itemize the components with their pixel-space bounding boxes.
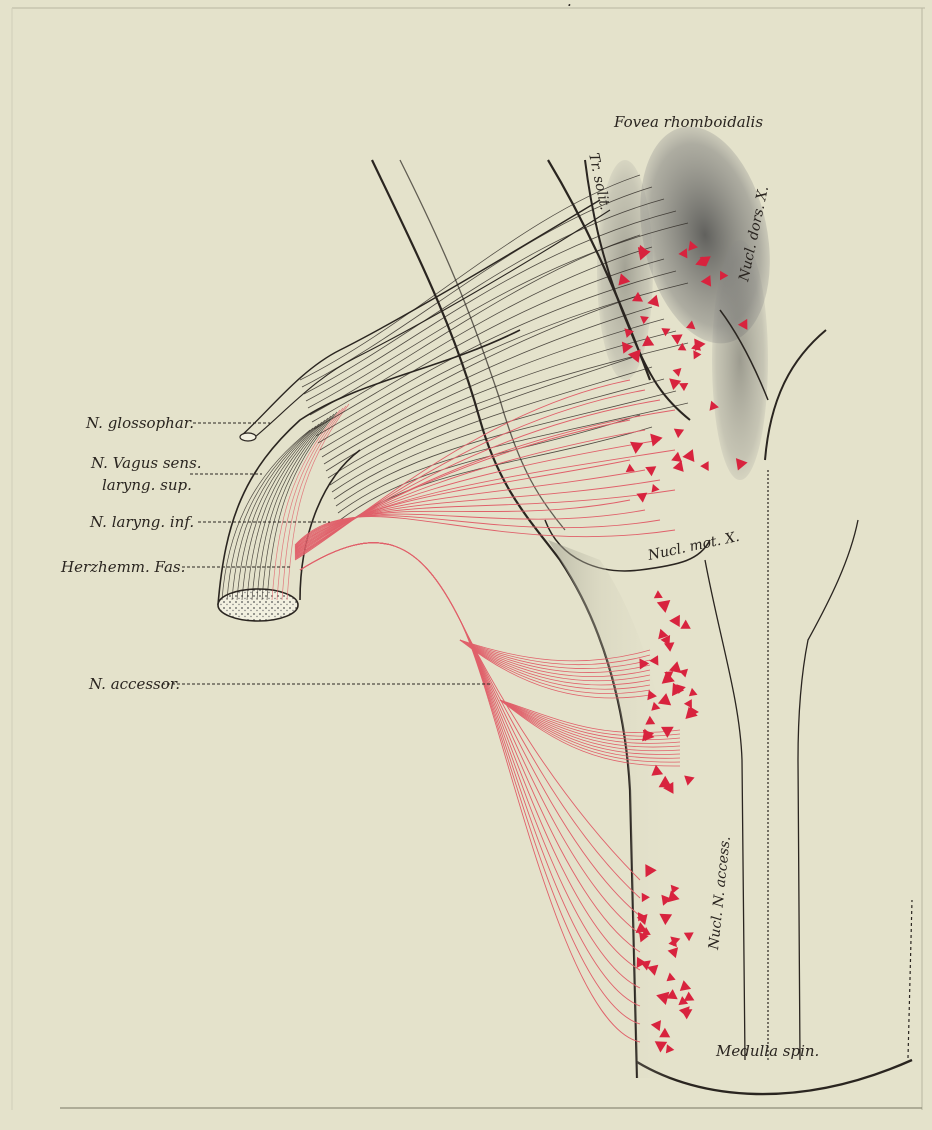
nerve-cell bbox=[689, 688, 698, 696]
motor-fiber bbox=[295, 480, 660, 550]
glossophar-label: N. glossophar. bbox=[85, 414, 194, 432]
medulla-label: Medulla spin. bbox=[715, 1042, 819, 1060]
laryng-inf-label: N. laryng. inf. bbox=[89, 513, 194, 531]
nerve-cell bbox=[693, 350, 701, 359]
nerve-cell bbox=[674, 429, 684, 439]
nerve-cell bbox=[671, 452, 682, 462]
nerve-cell bbox=[661, 328, 670, 336]
nerve-cell bbox=[680, 980, 691, 991]
sensory-fiber bbox=[336, 391, 676, 506]
motor-fiber bbox=[295, 400, 660, 558]
fovea-label: Fovea rhomboidalis bbox=[613, 113, 763, 131]
nerve-cell bbox=[671, 334, 682, 344]
page-mark: · bbox=[567, 0, 572, 14]
trunk-fiber bbox=[237, 424, 319, 600]
trunk-fiber bbox=[277, 408, 343, 600]
accessory-fiber bbox=[300, 543, 640, 1042]
nerve-cell bbox=[684, 992, 695, 1001]
nerve-cell bbox=[700, 461, 709, 471]
laryng-sup-label: laryng. sup. bbox=[102, 476, 192, 494]
nerve-cell bbox=[650, 434, 662, 447]
nerve-cell bbox=[645, 466, 656, 476]
nerve-cell bbox=[684, 776, 694, 786]
nerve-cell bbox=[658, 693, 671, 705]
vagus-sens-label: N. Vagus sens. bbox=[90, 454, 202, 472]
nerve-cell bbox=[669, 378, 681, 390]
fovea-region bbox=[597, 115, 789, 480]
nerve-cell bbox=[626, 464, 635, 472]
nucl-mot-label: Nucl. mot. X. bbox=[646, 529, 741, 564]
nerve-cell bbox=[636, 493, 647, 503]
nerve-cell bbox=[684, 932, 694, 941]
nucl-access-label: Nucl. N. access. bbox=[706, 835, 734, 951]
nerve-cell bbox=[681, 1009, 693, 1019]
nerve-cell bbox=[673, 460, 684, 472]
sensory-fiber bbox=[320, 295, 640, 450]
nerve-cell bbox=[679, 669, 688, 678]
nerve-cell bbox=[654, 590, 663, 598]
sensory-fiber bbox=[310, 235, 640, 415]
nerve-cell bbox=[649, 655, 658, 665]
nerve-cell bbox=[657, 600, 671, 613]
nerve-trunk bbox=[218, 200, 610, 621]
nerve-cell bbox=[664, 642, 674, 652]
motor-fiber bbox=[295, 420, 630, 556]
nerve-cell bbox=[682, 449, 694, 462]
motor-fiber bbox=[295, 410, 675, 557]
motor-fiber bbox=[295, 450, 675, 553]
motor-fiber bbox=[295, 510, 645, 547]
nerve-cell bbox=[652, 484, 660, 493]
nerve-cell bbox=[684, 699, 692, 708]
accessor-label: N. accessor. bbox=[88, 675, 180, 693]
nerve-cell bbox=[680, 620, 690, 629]
motor-fiber bbox=[295, 390, 645, 559]
nerve-cell bbox=[673, 368, 682, 377]
nerve-cell bbox=[669, 615, 680, 627]
nerve-cell bbox=[630, 442, 643, 454]
herzhemm-label: Herzhemm. Fas. bbox=[60, 558, 185, 576]
nerve-cell bbox=[679, 383, 688, 391]
